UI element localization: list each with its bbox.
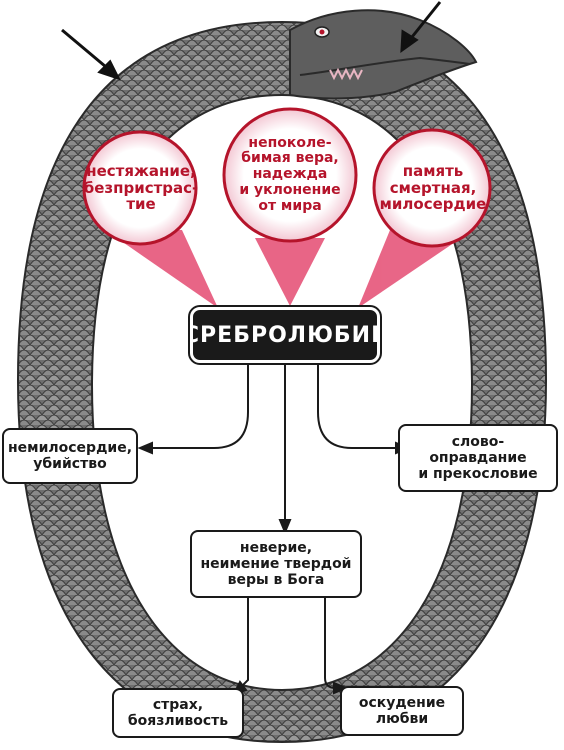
consequence-right: слово- оправдание и прекословие: [398, 424, 558, 492]
pointer-arrows: [61, 1, 442, 81]
consequence-bottom-right: оскудение любви: [340, 686, 464, 736]
consequence-left: немилосердие, убийство: [2, 428, 138, 484]
serpent-head: [289, 9, 478, 100]
consequence-bottom-left: страх, боязливость: [112, 688, 244, 738]
virtue-bubble-center: непоколе- бимая вера, надежда и уклонени…: [239, 134, 341, 214]
consequence-middle: неверие, неимение твердой веры в Бога: [190, 530, 362, 598]
virtue-bubbles: [82, 107, 492, 248]
virtue-bubble-left: нестяжание, безпристрас- тие: [83, 161, 199, 214]
bubble-tails: [98, 225, 470, 308]
virtue-bubble-right: память смертная, милосердие: [379, 161, 487, 214]
center-concept: СРЕБРОЛЮБИЕ: [183, 305, 386, 365]
